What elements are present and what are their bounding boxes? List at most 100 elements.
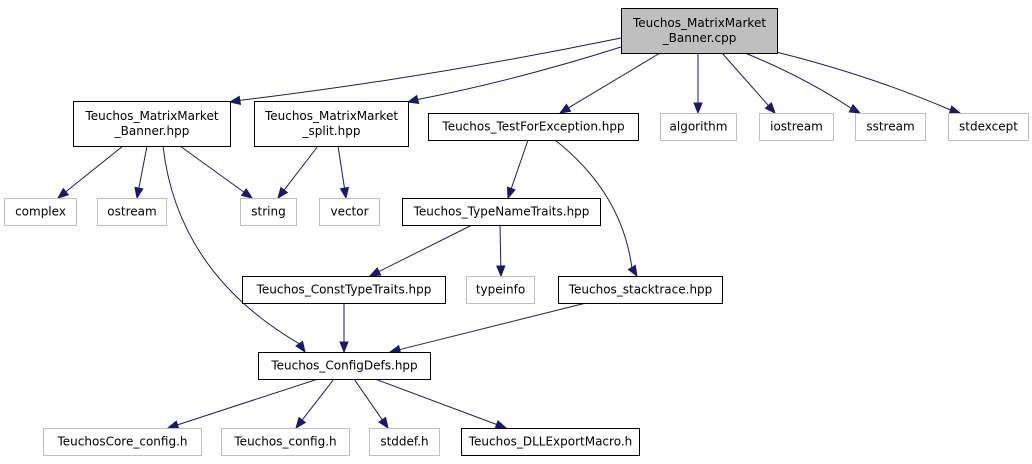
edge-line: [353, 378, 383, 421]
edge-arrowhead: [494, 419, 508, 429]
edge-stacktrace_hpp-to-configdefs_hpp: [388, 302, 587, 355]
node-box: [759, 113, 834, 141]
node-consttypetraits-hpp[interactable]: Teuchos_ConstTypeTraits.hpp: [242, 276, 446, 304]
edge-arrowhead: [240, 188, 254, 199]
node-sstream: sstream: [855, 113, 926, 141]
edge-root-to-algorithm: [693, 53, 703, 115]
edge-line: [374, 378, 497, 425]
edge-split_hpp-to-string: [277, 145, 319, 200]
edge-arrowhead: [368, 267, 382, 277]
node-root[interactable]: Teuchos_MatrixMarket_Banner.cpp: [621, 8, 778, 54]
edge-line: [417, 46, 622, 100]
edge-banner_hpp-to-complex: [56, 145, 124, 199]
node-box: [855, 113, 926, 141]
node-box: [242, 276, 446, 304]
node-complex: complex: [4, 198, 77, 226]
node-banner-hpp[interactable]: Teuchos_MatrixMarket_Banner.hpp: [73, 101, 231, 147]
edge-line: [337, 145, 345, 189]
node-label: string: [251, 205, 285, 219]
edge-line: [179, 145, 245, 193]
edge-banner_hpp-to-configdefs_hpp: [162, 145, 306, 354]
edge-arrowhead: [295, 416, 307, 430]
node-iostream: iostream: [759, 113, 834, 141]
node-vector: vector: [319, 198, 380, 226]
node-label: Teuchos_DLLExportMacro.h: [468, 435, 633, 449]
node-box: [319, 198, 380, 226]
node-label: Teuchos_ConstTypeTraits.hpp: [256, 283, 432, 297]
node-box: [258, 352, 431, 380]
edge-line: [162, 145, 300, 345]
node-algorithm: algorithm: [660, 113, 737, 141]
edge-line: [568, 52, 661, 109]
node-label: Teuchos_MatrixMarket: [632, 16, 766, 30]
edge-line: [138, 145, 148, 189]
edge-arrowhead: [166, 420, 180, 430]
node-box: [254, 101, 409, 147]
edge-root-to-stdexcept: [767, 49, 962, 115]
node-stdexcept: stdexcept: [948, 113, 1029, 141]
node-typenametraits-hpp[interactable]: Teuchos_TypeNameTraits.hpp: [402, 198, 601, 226]
node-ostream: ostream: [97, 198, 167, 226]
node-stacktrace-hpp[interactable]: Teuchos_stacktrace.hpp: [558, 276, 723, 304]
edge-line: [65, 145, 124, 193]
edge-line: [510, 139, 529, 189]
edge-arrowhead: [506, 186, 516, 200]
edge-arrowhead: [134, 186, 144, 200]
node-box: [461, 428, 640, 456]
edge-configdefs_hpp-to-teuchoscore_config_h: [166, 378, 319, 430]
node-stddef-h: stddef.h: [369, 428, 440, 456]
edge-arrowhead: [948, 105, 962, 115]
node-label: ostream: [107, 205, 156, 219]
node-box: [4, 198, 77, 226]
edge-configdefs_hpp-to-dllexportmacro_h: [374, 378, 508, 429]
node-label: Teuchos_MatrixMarket: [264, 109, 398, 123]
edge-arrowhead: [848, 103, 862, 114]
edge-root-to-testforexception_hpp: [558, 52, 661, 114]
edge-testforexception_hpp-to-typenametraits_hpp: [506, 139, 529, 200]
node-label: complex: [15, 205, 66, 219]
edge-root-to-iostream: [721, 52, 776, 115]
node-label: vector: [330, 205, 368, 219]
node-label: sstream: [866, 120, 914, 134]
edge-line: [721, 52, 769, 106]
edge-line: [301, 378, 335, 421]
node-box: [558, 276, 723, 304]
node-box: [621, 8, 778, 54]
node-label: Teuchos_ConfigDefs.hpp: [270, 359, 417, 373]
edge-arrowhead: [339, 186, 350, 200]
node-box: [221, 428, 350, 456]
node-string: string: [240, 198, 297, 226]
node-label: stdexcept: [959, 120, 1018, 134]
node-label: typeinfo: [476, 283, 525, 297]
node-box: [97, 198, 167, 226]
node-label: _Banner.cpp: [662, 31, 737, 45]
edge-line: [744, 52, 852, 109]
edges-layer: [56, 37, 962, 430]
node-label: stddef.h: [380, 435, 428, 449]
node-typeinfo: typeinfo: [466, 276, 535, 304]
node-label: algorithm: [670, 120, 728, 134]
edge-arrowhead: [627, 264, 638, 278]
edge-line: [239, 37, 622, 101]
node-label: TeuchosCore_config.h: [57, 435, 188, 449]
node-box: [240, 198, 297, 226]
node-teuchos-config-h: Teuchos_config.h: [221, 428, 350, 456]
node-label: Teuchos_TypeNameTraits.hpp: [413, 205, 590, 219]
edge-root-to-split_hpp: [406, 46, 622, 104]
edge-banner_hpp-to-ostream: [134, 145, 148, 200]
node-label: Teuchos_TestForException.hpp: [441, 120, 624, 134]
node-label: _Banner.hpp: [114, 124, 190, 138]
node-label: Teuchos_stacktrace.hpp: [568, 283, 713, 297]
node-dllexportmacro-h[interactable]: Teuchos_DLLExportMacro.h: [461, 428, 640, 456]
node-split-hpp[interactable]: Teuchos_MatrixMarket_split.hpp: [254, 101, 409, 147]
edge-root-to-sstream: [744, 52, 862, 114]
edge-testforexception_hpp-to-stacktrace_hpp: [554, 139, 638, 278]
node-box: [660, 113, 737, 141]
edge-arrowhead: [339, 341, 349, 354]
node-configdefs-hpp[interactable]: Teuchos_ConfigDefs.hpp: [258, 352, 431, 380]
node-box: [948, 113, 1029, 141]
node-testforexception-hpp[interactable]: Teuchos_TestForException.hpp: [428, 113, 639, 141]
node-box: [73, 101, 231, 147]
node-label: Teuchos_MatrixMarket: [84, 109, 218, 123]
